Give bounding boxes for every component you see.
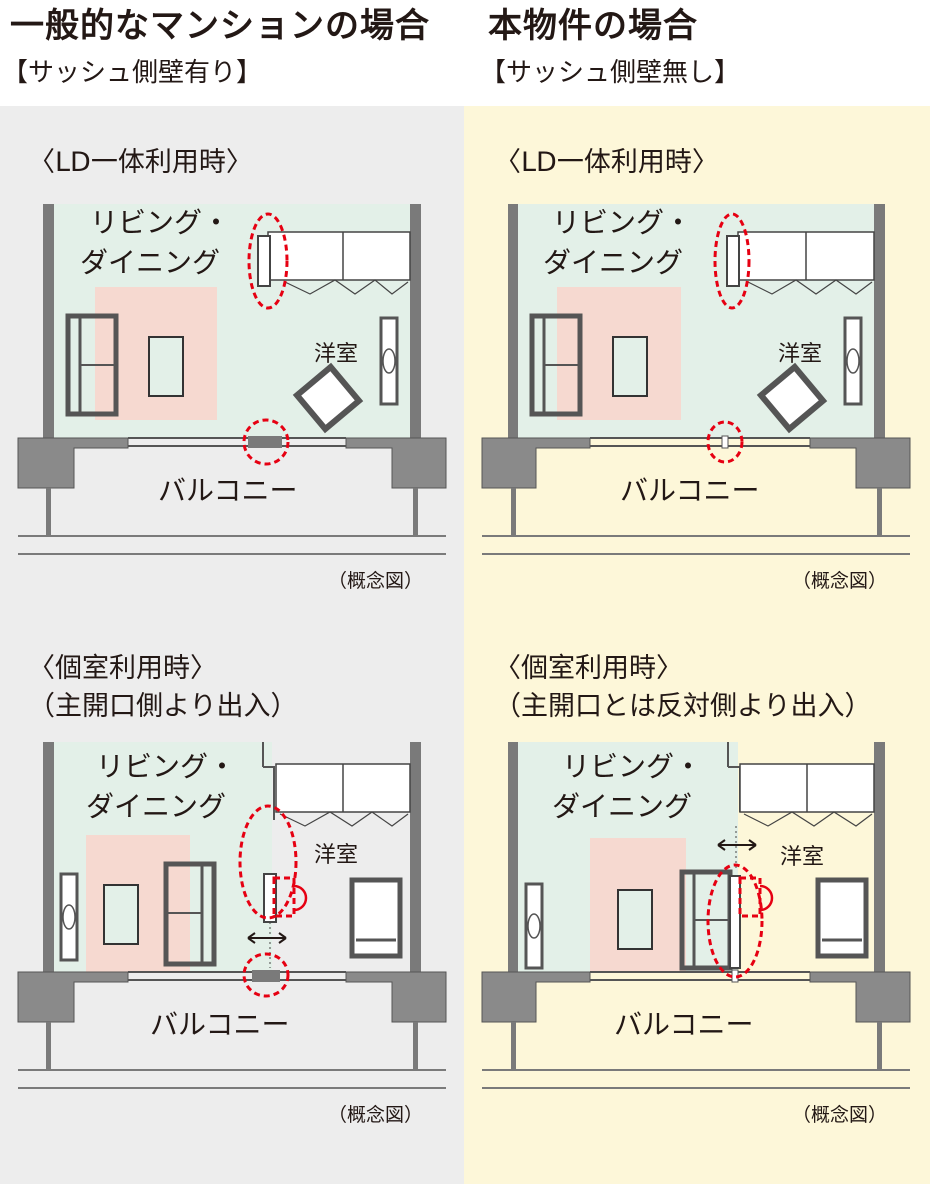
highlight-partition	[238, 804, 298, 920]
sofa	[529, 313, 583, 417]
panel-bl-note: （概念図）	[328, 1104, 424, 1126]
highlight-sash	[242, 418, 290, 466]
panel-tl-floorplan: リビング・ ダイニング 洋室 バルコニー	[17, 204, 447, 555]
panel-br-caption-1: 〈個室利用時〉	[494, 653, 683, 684]
bed	[815, 877, 869, 959]
highlight-door-swing	[272, 876, 296, 918]
panel-br-note: （概念図）	[792, 1104, 888, 1126]
highlight-partition	[713, 212, 751, 310]
panel-tr-note: （概念図）	[792, 570, 888, 592]
highlight-sash	[706, 420, 744, 464]
armchair	[292, 362, 364, 434]
label-dining: ダイニング	[86, 790, 226, 823]
panel-tl-caption: 〈LD一体利用時〉	[28, 147, 253, 178]
label-dining: ダイニング	[543, 246, 683, 279]
right-title: 本物件の場合	[488, 6, 698, 46]
armchair	[756, 362, 828, 434]
sofa	[163, 861, 217, 967]
label-western: 洋室	[780, 845, 824, 870]
left-wall	[43, 204, 54, 440]
label-western: 洋室	[314, 843, 358, 868]
coffee-table	[103, 884, 139, 945]
right-wall	[410, 204, 421, 440]
label-balcony: バルコニー	[620, 474, 759, 507]
label-dining: ダイニング	[80, 246, 220, 279]
partition-door	[257, 235, 271, 287]
right-subtitle: 【サッシュ側壁無し】	[480, 58, 741, 88]
label-living: リビング・	[96, 750, 236, 783]
partition-door	[726, 235, 740, 287]
left-wall	[43, 742, 54, 974]
panel-bl-floorplan: リビング・ ダイニング 洋室 バルコニー	[17, 740, 447, 1089]
panel-br-caption-2: （主開口とは反対側より出入）	[494, 691, 872, 722]
coffee-table	[612, 336, 648, 397]
label-living: リビング・	[90, 206, 230, 239]
sofa	[65, 313, 119, 417]
highlight-partition	[247, 212, 289, 310]
label-living: リビング・	[552, 206, 692, 239]
sash-side-wall	[252, 970, 280, 982]
label-western: 洋室	[778, 342, 822, 367]
left-column	[481, 971, 591, 1023]
label-balcony: バルコニー	[158, 474, 297, 507]
label-balcony: バルコニー	[614, 1008, 753, 1041]
label-western: 洋室	[314, 342, 358, 367]
label-balcony: バルコニー	[150, 1008, 289, 1041]
right-wall	[874, 742, 885, 974]
left-title: 一般的なマンションの場合	[10, 6, 430, 46]
left-wall	[508, 204, 518, 440]
highlight-sash	[242, 952, 290, 998]
partition-door	[729, 875, 741, 969]
panel-bl-caption-2: （主開口側より出入）	[28, 691, 298, 722]
panel-tr-floorplan: リビング・ ダイニング 洋室 バルコニー	[481, 204, 911, 555]
highlight-partition	[706, 863, 764, 979]
highlight-door-swing	[738, 876, 762, 918]
panel-tr-caption: 〈LD一体利用時〉	[494, 147, 719, 178]
panel-tl-note: （概念図）	[328, 570, 424, 592]
panel-bl-caption-1: 〈個室利用時〉	[28, 653, 217, 684]
left-subtitle: 【サッシュ側壁有り】	[2, 58, 263, 88]
right-wall	[874, 204, 885, 440]
label-dining: ダイニング	[552, 790, 692, 823]
coffee-table	[148, 336, 184, 397]
bed	[349, 877, 403, 959]
left-wall	[508, 742, 518, 974]
label-living: リビング・	[562, 750, 702, 783]
sash-side-wall	[248, 436, 282, 448]
coffee-table	[617, 889, 653, 950]
right-column	[809, 971, 911, 1023]
right-wall	[410, 742, 421, 974]
